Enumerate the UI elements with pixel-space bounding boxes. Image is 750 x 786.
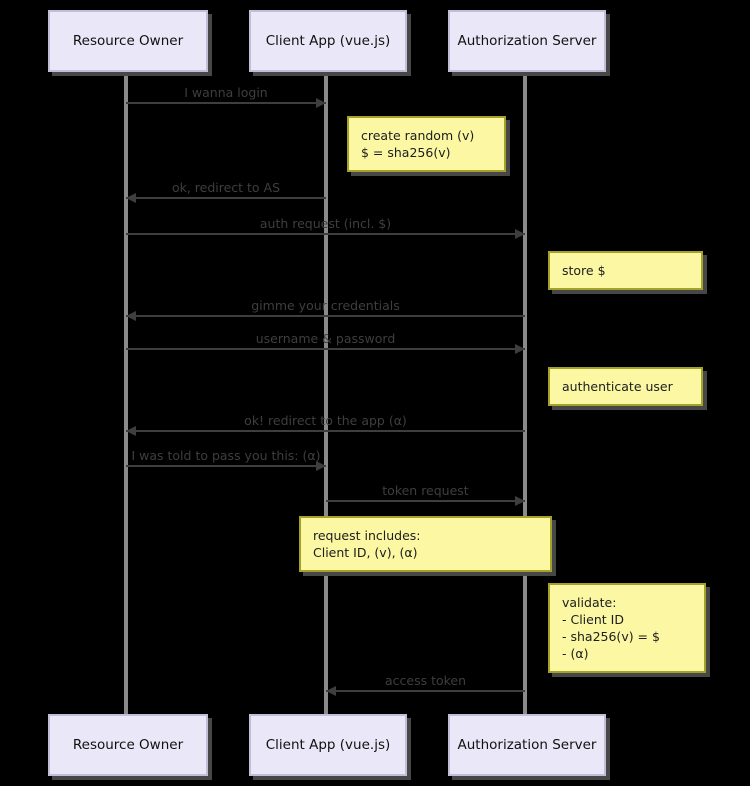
arrowhead-right-icon [515, 344, 525, 354]
message-line [126, 233, 525, 235]
participant-label: Resource Owner [72, 737, 184, 753]
message-label-i-wanna-login: I wanna login [184, 85, 268, 100]
lifeline-authorization-server [523, 72, 527, 718]
note-line: create random (v) [361, 128, 475, 143]
lifeline-client-app [324, 72, 328, 718]
message-label-pass-code: I was told to pass you this: (α) [131, 448, 321, 463]
arrowhead-left-icon [126, 193, 136, 203]
message-label-credentials: username & password [255, 331, 396, 346]
message-label-redirect-to-as: ok, redirect to AS [171, 180, 281, 195]
message-label-auth-request: auth request (incl. $) [259, 216, 392, 231]
arrowhead-left-icon [326, 686, 336, 696]
note-authenticate-user: authenticate user [548, 367, 703, 406]
participant-resource-owner-bottom: Resource Owner [48, 714, 208, 776]
arrowhead-right-icon [515, 229, 525, 239]
participant-label: Resource Owner [72, 33, 184, 49]
note-validate: validate: - Client ID - sha256(v) = $ - … [548, 583, 706, 673]
note-line: - (α) [562, 646, 589, 661]
participant-label: Client App (vue.js) [265, 737, 391, 753]
participant-client-app-bottom: Client App (vue.js) [249, 714, 407, 776]
note-line: store $ [562, 263, 606, 278]
participant-resource-owner-top: Resource Owner [48, 10, 208, 72]
message-label-redirect-with-code: ok! redirect to the app (α) [244, 413, 407, 428]
participant-client-app-top: Client App (vue.js) [249, 10, 407, 72]
message-label-access-token: access token [384, 673, 467, 688]
note-line: $ = sha256(v) [361, 145, 451, 160]
arrowhead-right-icon [515, 496, 525, 506]
message-label-token-request: token request [382, 483, 469, 498]
note-line: request includes: [313, 528, 421, 543]
message-label-gimme-credentials: gimme your credentials [251, 298, 400, 313]
message-line [126, 315, 525, 317]
participant-label: Authorization Server [457, 33, 597, 49]
message-line [126, 197, 326, 199]
message-line [126, 465, 326, 467]
note-line: authenticate user [562, 379, 673, 394]
arrowhead-left-icon [126, 426, 136, 436]
message-line [126, 348, 525, 350]
note-line: Client ID, (v), (α) [313, 545, 418, 560]
message-line [126, 102, 326, 104]
participant-authorization-server-top: Authorization Server [448, 10, 606, 72]
note-create-random: create random (v) $ = sha256(v) [347, 116, 506, 172]
participant-authorization-server-bottom: Authorization Server [448, 714, 606, 776]
message-line [126, 430, 525, 432]
note-line: validate: [562, 595, 617, 610]
arrowhead-right-icon [316, 98, 326, 108]
note-store-challenge: store $ [548, 251, 703, 290]
note-request-includes: request includes: Client ID, (v), (α) [299, 516, 552, 572]
participant-label: Client App (vue.js) [265, 33, 391, 49]
note-line: - Client ID [562, 612, 624, 627]
arrowhead-right-icon [316, 461, 326, 471]
message-line [326, 690, 525, 692]
note-line: - sha256(v) = $ [562, 629, 660, 644]
message-line [326, 500, 525, 502]
lifeline-resource-owner [124, 72, 128, 718]
participant-label: Authorization Server [457, 737, 597, 753]
arrowhead-left-icon [126, 311, 136, 321]
